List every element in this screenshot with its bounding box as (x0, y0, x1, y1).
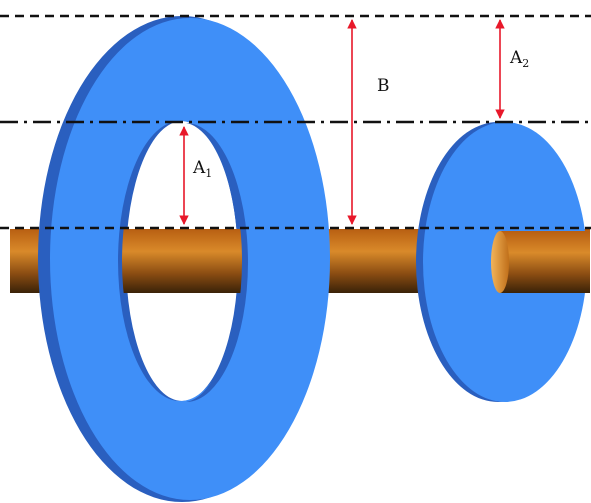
label-a1-letter: A (193, 158, 206, 178)
large-ring-hole-shade (186, 123, 248, 402)
label-a2-subscript: 2 (522, 57, 530, 70)
label-a1-subscript: 1 (205, 167, 213, 180)
large-ring-face (50, 18, 330, 500)
label-b-letter: B (377, 76, 390, 96)
rod-stub (500, 231, 590, 293)
rod-stub-end (491, 231, 509, 293)
label-a1: A1 (193, 158, 213, 180)
rod-through-hole (122, 229, 242, 293)
label-a2-letter: A (510, 48, 523, 68)
label-a2: A2 (510, 48, 530, 70)
label-b: B (377, 78, 390, 95)
